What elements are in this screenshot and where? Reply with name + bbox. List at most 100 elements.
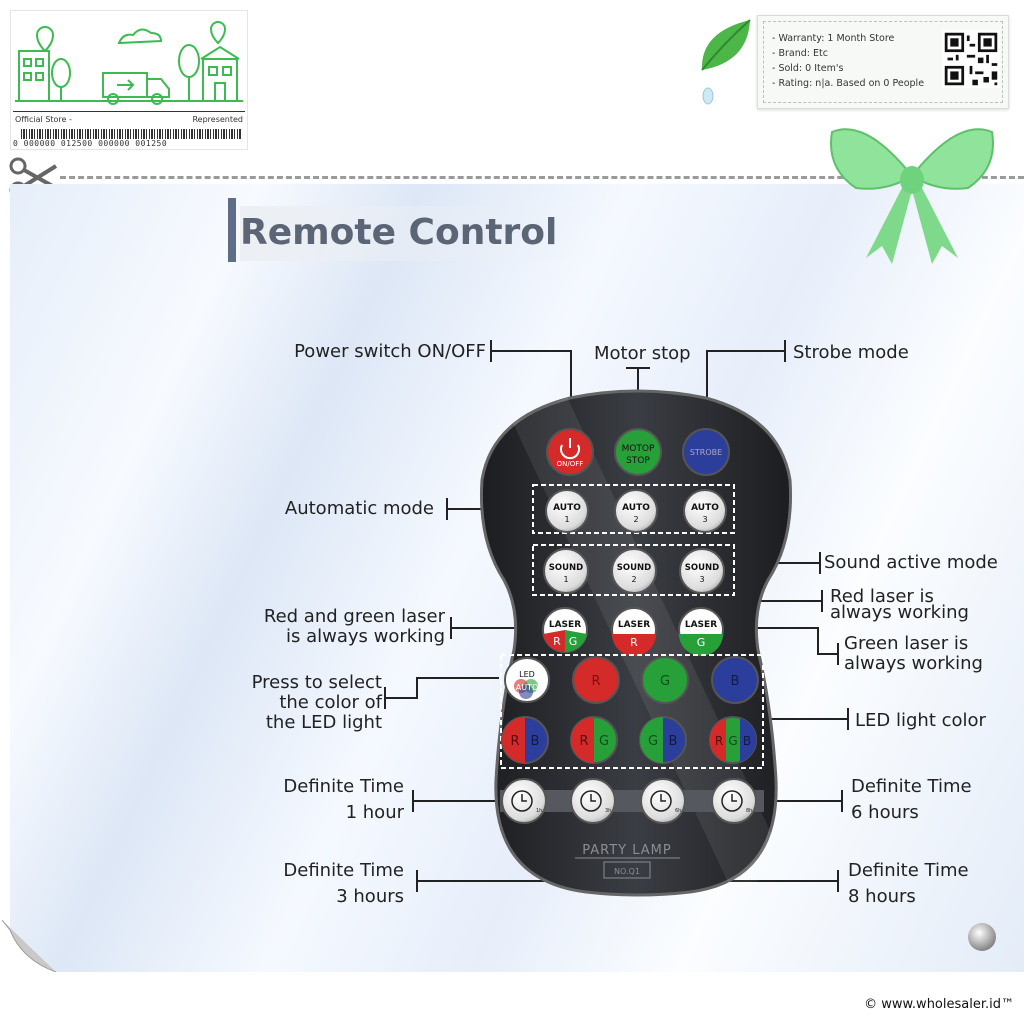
sound-button-2[interactable]: SOUND 2: [611, 548, 657, 594]
leaf-icon: [701, 19, 751, 105]
motor-stop-label-2: STOP: [626, 456, 650, 466]
laser-rg-button[interactable]: LASER R G: [542, 607, 588, 653]
power-button-label: ON/OFF: [557, 460, 584, 468]
label-red-laser: Red laser is always working: [830, 586, 969, 623]
sound-3-label: SOUND: [685, 563, 719, 573]
led-green-button[interactable]: G: [641, 656, 689, 704]
warranty-info: - Warranty: 1 Month Store: [772, 33, 895, 44]
motor-stop-label-1: MOTOP: [622, 444, 655, 454]
barcode: [21, 129, 241, 139]
cut-line: [60, 176, 1024, 179]
sound-3-number: 3: [699, 575, 704, 584]
label-power-switch: Power switch ON/OFF: [294, 341, 486, 362]
led-rb-button[interactable]: R B: [501, 716, 549, 764]
label-red-green-laser: Red and green laser is always working: [263, 606, 445, 647]
auto-1-number: 1: [564, 515, 569, 524]
timer-3h-button[interactable]: 3h: [570, 778, 616, 824]
label-green-laser: Green laser is always working: [844, 633, 983, 674]
label-time-6-hours: Definite Time 6 hours: [851, 776, 972, 823]
clock-icon: [650, 790, 672, 812]
led-rgb-button[interactable]: R G B: [709, 716, 757, 764]
led-rg-r: R: [579, 734, 588, 749]
label-motor-stop: Motor stop: [594, 343, 691, 364]
led-rgb-b: B: [743, 734, 751, 748]
rating-info: - Rating: n|a. Based on 0 People: [772, 78, 925, 89]
timer-8h-button[interactable]: 8h: [711, 778, 757, 824]
strobe-button[interactable]: [682, 428, 730, 476]
sound-1-label: SOUND: [549, 563, 583, 573]
timer-1h-button[interactable]: 1h: [501, 778, 547, 824]
laser-r-label: LASER: [618, 620, 650, 630]
laser-r-letter: R: [630, 636, 638, 649]
clock-icon: [721, 790, 743, 812]
clock-icon: [511, 790, 533, 812]
timer-6h-button[interactable]: 6h: [640, 778, 686, 824]
laser-g-letter: G: [697, 636, 706, 649]
led-red-letter: R: [591, 674, 600, 689]
sound-2-label: SOUND: [617, 563, 651, 573]
label-sound-active-mode: Sound active mode: [824, 552, 998, 573]
product-info-card: - Warranty: 1 Month Store - Brand: Etc -…: [757, 15, 1009, 109]
led-blue-button[interactable]: B: [711, 656, 759, 704]
led-gb-b: B: [669, 734, 678, 749]
remote-brand: PARTY LAMP: [582, 843, 672, 858]
official-store-label: Official Store -: [15, 115, 72, 124]
page-title: Remote Control: [240, 206, 598, 261]
strobe-button-label: STROBE: [690, 448, 722, 457]
sound-1-number: 1: [563, 575, 568, 584]
power-button[interactable]: [546, 428, 594, 476]
auto-button-1[interactable]: AUTO 1: [545, 489, 589, 533]
bow-icon: [830, 128, 994, 264]
auto-2-number: 2: [633, 515, 638, 524]
timer-8h-label: 8h: [746, 808, 752, 814]
label-press-select-color: Press to select the color of the LED lig…: [251, 672, 382, 733]
laser-rg-r: R: [553, 635, 561, 648]
led-gb-button[interactable]: G B: [639, 716, 687, 764]
led-rb-r: R: [510, 734, 519, 749]
led-gb-g: G: [648, 734, 658, 749]
brand-info: - Brand: Etc: [772, 48, 828, 59]
copyright-text: © www.wholesaler.id™: [864, 997, 1014, 1012]
store-footer: Official Store - Represented: [13, 111, 245, 128]
led-rg-g: G: [599, 734, 609, 749]
qr-code-icon: [942, 30, 1000, 88]
label-strobe-mode: Strobe mode: [793, 342, 909, 363]
led-auto-button[interactable]: LED AUTO: [504, 657, 550, 703]
laser-g-label: LASER: [685, 620, 717, 630]
label-automatic-mode: Automatic mode: [284, 498, 434, 519]
title-accent-bar: [228, 198, 236, 262]
auto-button-2[interactable]: AUTO 2: [614, 489, 658, 533]
led-rb-b: B: [531, 734, 540, 749]
led-auto-label-2: AUTO: [516, 683, 539, 692]
represented-label: Represented: [192, 115, 243, 124]
motor-stop-button[interactable]: [614, 428, 662, 476]
auto-1-label: AUTO: [553, 503, 581, 513]
auto-button-3[interactable]: AUTO 3: [683, 489, 727, 533]
label-led-light-color: LED light color: [855, 710, 986, 731]
page-curl-icon: [2, 920, 56, 972]
laser-rg-label: LASER: [549, 620, 581, 630]
led-auto-label-1: LED: [519, 670, 535, 679]
power-icon: [560, 438, 580, 460]
laser-rg-g: G: [569, 635, 578, 648]
laser-r-button[interactable]: LASER R: [611, 607, 657, 656]
timer-3h-label: 3h: [605, 808, 611, 814]
sound-button-1[interactable]: SOUND 1: [543, 548, 589, 594]
timer-1h-label: 1h: [536, 808, 542, 814]
remote-model: NO.Q1: [614, 867, 640, 876]
led-blue-letter: B: [731, 674, 740, 689]
label-time-3-hours: Definite Time 3 hours: [283, 860, 404, 907]
sound-button-3[interactable]: SOUND 3: [679, 548, 725, 594]
led-rgb-g: G: [728, 734, 737, 748]
product-info-list: - Warranty: 1 Month Store - Brand: Etc -…: [772, 31, 924, 91]
barcode-number: 0 000000 012500 000000 001250: [13, 139, 168, 148]
led-red-button[interactable]: R: [572, 656, 620, 704]
laser-g-button[interactable]: LASER G: [678, 607, 724, 656]
store-card: Official Store - Represented 0 000000 01…: [10, 10, 248, 150]
led-rgb-r: R: [715, 734, 723, 748]
auto-3-number: 3: [702, 515, 707, 524]
auto-3-label: AUTO: [691, 503, 719, 513]
led-rg-button[interactable]: R G: [570, 716, 618, 764]
auto-2-label: AUTO: [622, 503, 650, 513]
